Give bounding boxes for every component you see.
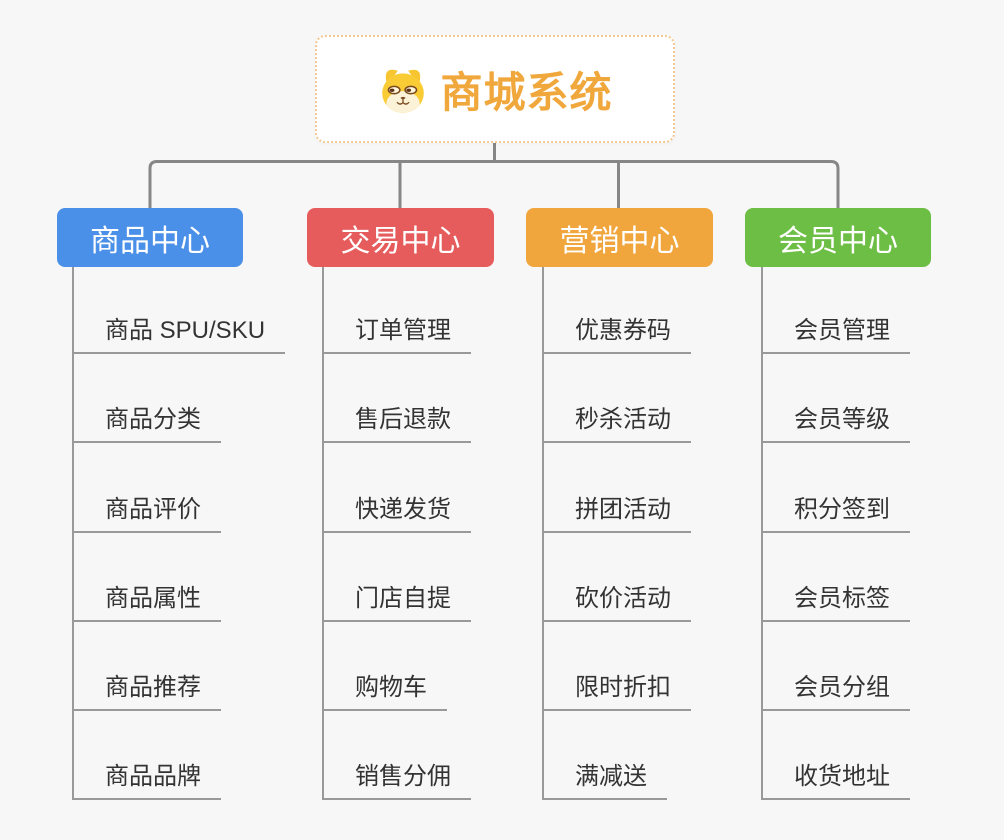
dog-face-icon	[377, 63, 429, 115]
sub-topic-item-marketing-center[interactable]: 优惠券码	[543, 316, 691, 354]
sub-topic-item-product-center[interactable]: 商品品牌	[73, 762, 221, 800]
sub-topic-item-member-center[interactable]: 会员标签	[762, 584, 910, 622]
sub-topic-item-product-center[interactable]: 商品评价	[73, 495, 221, 533]
sub-topic-item-marketing-center[interactable]: 砍价活动	[543, 584, 691, 622]
sub-topic-item-product-center[interactable]: 商品 SPU/SKU	[73, 316, 286, 354]
branch-bus-line	[148, 160, 840, 208]
sub-topic-item-trade-center[interactable]: 快递发货	[323, 495, 471, 533]
sub-topic-item-product-center[interactable]: 商品推荐	[73, 673, 221, 711]
sub-topic-item-product-center[interactable]: 商品分类	[73, 405, 221, 443]
branch-node-member-center[interactable]: 会员中心	[745, 208, 931, 267]
sub-topic-item-member-center[interactable]: 积分签到	[762, 495, 910, 533]
sub-topic-item-member-center[interactable]: 会员管理	[762, 316, 910, 354]
root-node[interactable]: 商城系统	[315, 35, 675, 143]
sub-topic-item-trade-center[interactable]: 门店自提	[323, 584, 471, 622]
sub-topic-item-trade-center[interactable]: 购物车	[323, 673, 447, 711]
sub-topic-item-marketing-center[interactable]: 满减送	[543, 762, 667, 800]
branch-node-marketing-center[interactable]: 营销中心	[526, 208, 713, 267]
branch-node-trade-center[interactable]: 交易中心	[307, 208, 494, 267]
sub-topic-item-member-center[interactable]: 会员等级	[762, 405, 910, 443]
sub-topic-item-marketing-center[interactable]: 拼团活动	[543, 495, 691, 533]
sub-topic-item-member-center[interactable]: 会员分组	[762, 673, 910, 711]
sub-topic-item-member-center[interactable]: 收货地址	[762, 762, 910, 800]
sub-topic-item-trade-center[interactable]: 订单管理	[323, 316, 471, 354]
root-title: 商城系统	[440, 68, 613, 116]
sub-topic-item-trade-center[interactable]: 售后退款	[323, 405, 471, 443]
sub-topic-item-marketing-center[interactable]: 限时折扣	[543, 673, 691, 711]
sub-topic-item-trade-center[interactable]: 销售分佣	[323, 762, 471, 800]
sub-topic-item-marketing-center[interactable]: 秒杀活动	[543, 405, 691, 443]
sub-topic-item-product-center[interactable]: 商品属性	[73, 584, 221, 622]
branch-node-product-center[interactable]: 商品中心	[57, 208, 243, 267]
